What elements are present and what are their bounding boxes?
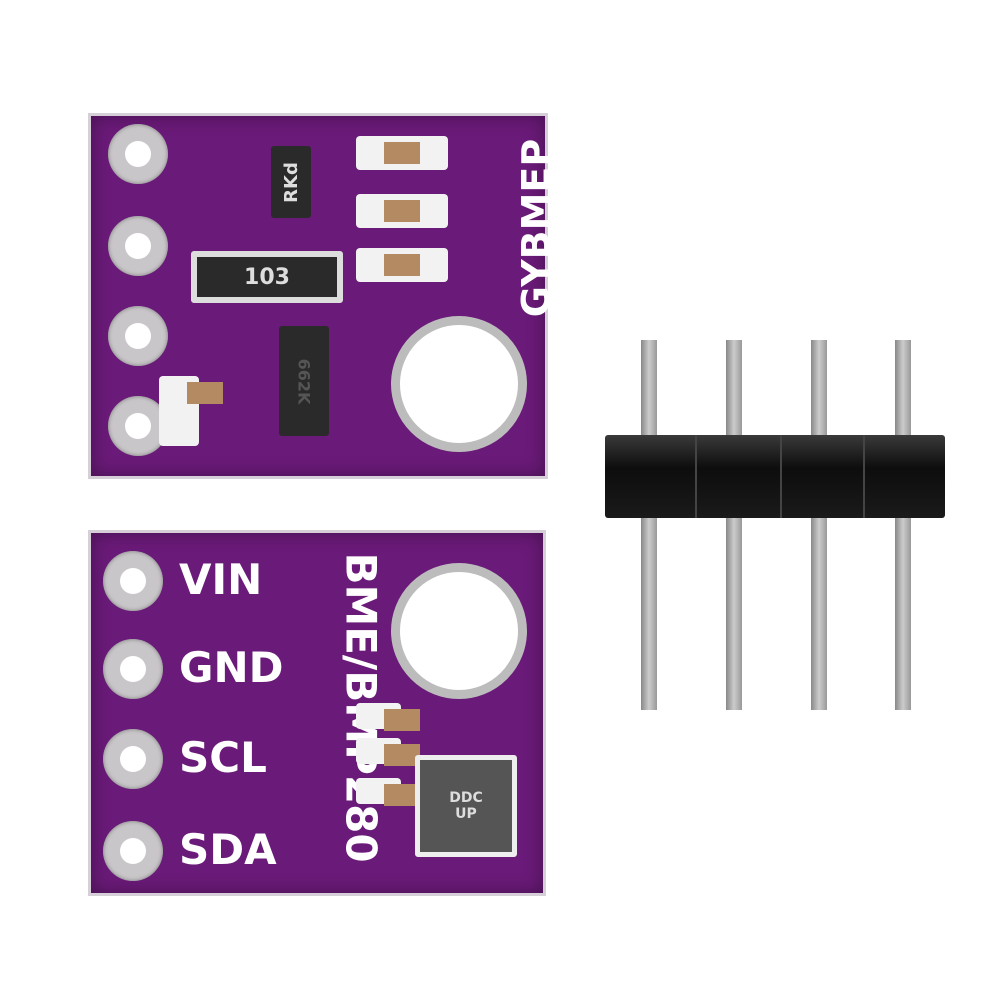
top-pcb-board: RKd 103 662K GYBMEP: [88, 113, 558, 479]
mounting-hole: [391, 563, 527, 699]
capacitor: [159, 376, 223, 446]
pad-3: [108, 306, 168, 366]
pad-vin: [103, 551, 163, 611]
label-sda: SDA: [179, 825, 277, 874]
mounting-hole: [391, 316, 527, 452]
housing-divider: [863, 435, 865, 518]
capacitor: [356, 738, 420, 766]
capacitor: [356, 136, 448, 170]
bottom-pcb-board: VIN GND SCL SDA BME/BMP280 DDC UP: [88, 530, 546, 896]
capacitor: [356, 703, 420, 731]
label-vin: VIN: [179, 555, 263, 604]
label-scl: SCL: [179, 733, 267, 782]
pad-2: [108, 216, 168, 276]
pad-gnd: [103, 639, 163, 699]
header-pin: [895, 340, 911, 710]
pad-scl: [103, 729, 163, 789]
ic-chip: RKd: [271, 146, 311, 218]
header-pin: [641, 340, 657, 710]
label-gnd: GND: [179, 643, 284, 692]
pad-4: [108, 396, 168, 456]
header-pin: [726, 340, 742, 710]
bme280-sensor: DDC UP: [415, 755, 517, 857]
model-label: GYBMEP: [514, 138, 558, 318]
housing-divider: [780, 435, 782, 518]
capacitor: [356, 778, 420, 806]
pad-1: [108, 124, 168, 184]
pin-header-housing: [605, 435, 945, 518]
pad-sda: [103, 821, 163, 881]
voltage-regulator: 662K: [279, 326, 329, 436]
header-pin: [811, 340, 827, 710]
housing-divider: [695, 435, 697, 518]
capacitor: [356, 248, 448, 282]
resistor-network: 103: [191, 251, 343, 303]
capacitor: [356, 194, 448, 228]
